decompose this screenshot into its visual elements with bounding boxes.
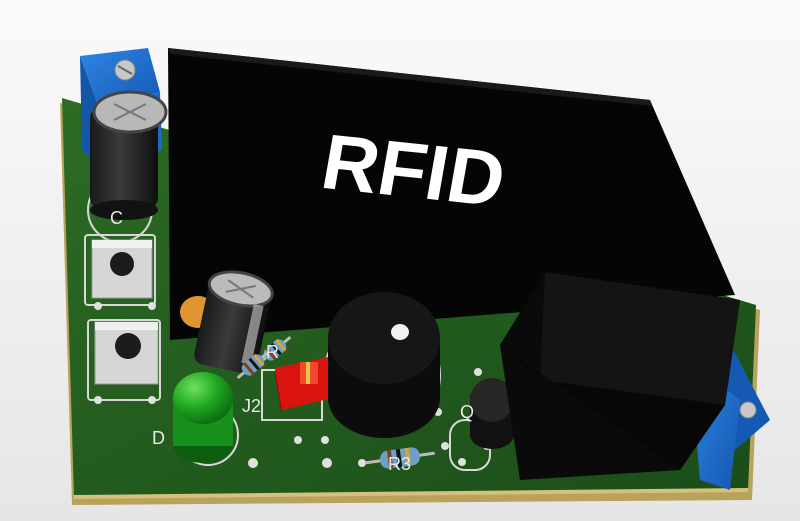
- buzzer: [328, 292, 440, 438]
- resistor-r3: [365, 447, 435, 469]
- screw-icon: [739, 401, 757, 419]
- silk-label-r3: R3: [388, 454, 411, 474]
- jumper-j2: [275, 355, 345, 418]
- silk-label-d: D: [152, 428, 165, 448]
- capacitor-c2: [194, 270, 274, 374]
- push-button-2: [94, 321, 159, 385]
- silk-label-j2: J2: [242, 396, 261, 416]
- rfid-module: RFID: [168, 48, 735, 340]
- transistor-q: [470, 378, 514, 449]
- led-d: [173, 372, 233, 463]
- capacitor-c1: [90, 90, 168, 220]
- rfid-label: RFID: [316, 117, 512, 223]
- relay: [500, 272, 740, 480]
- silk-label-q: Q: [460, 402, 474, 422]
- silk-label-r: R: [266, 342, 279, 362]
- resistor-r2: [236, 350, 270, 380]
- push-button-1: [91, 239, 153, 299]
- silk-label-c: C: [110, 208, 123, 228]
- rfid-module-body: [168, 48, 735, 340]
- resistor-r1: [258, 335, 292, 365]
